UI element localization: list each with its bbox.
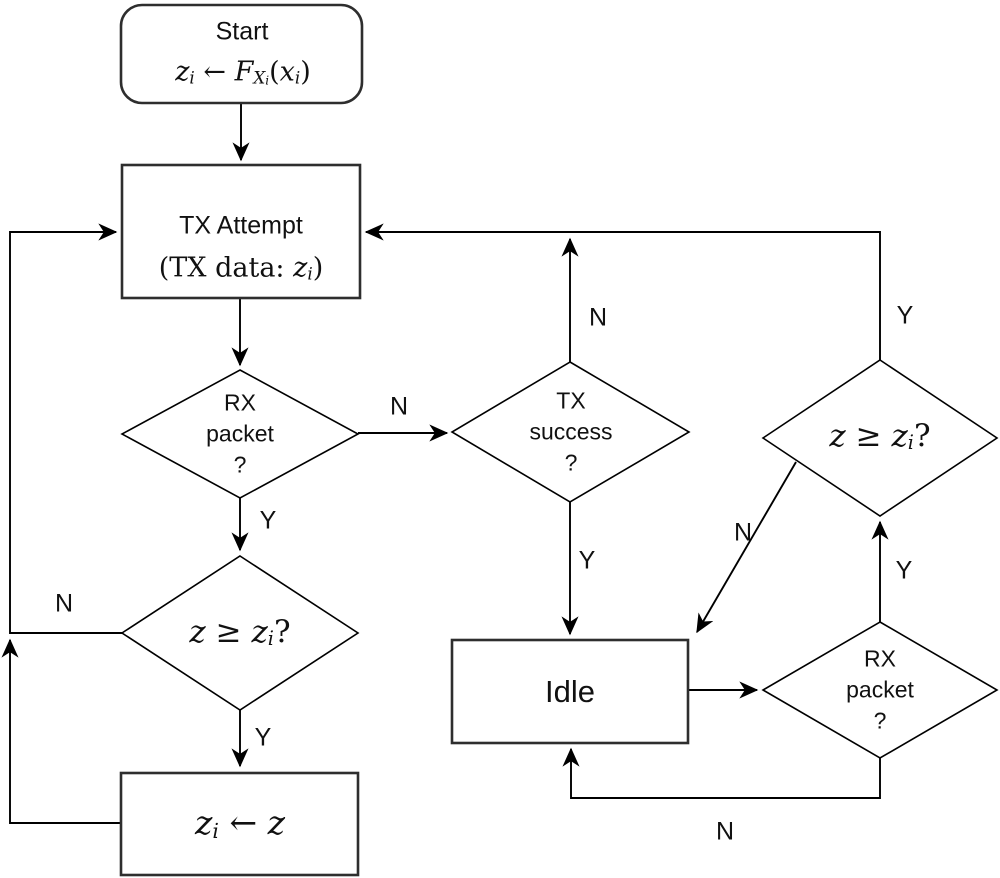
z-check-right-node-shape — [761, 359, 999, 517]
tx-attempt-title: TX Attempt — [179, 211, 303, 240]
rx-packet-left-label: RX packet ? — [206, 389, 274, 478]
tx-success-label: TX success ? — [529, 387, 613, 476]
z-assign-node-shape — [119, 771, 360, 877]
start-title: Start — [215, 17, 269, 46]
label-z-left-no: N — [54, 589, 74, 618]
idle-title: Idle — [545, 674, 595, 709]
label-rx-right-yes: Y — [895, 556, 913, 585]
edge-z-left-no-to-tx-attempt — [9, 223, 122, 634]
rx-packet-right-label: RX packet ? — [846, 645, 914, 734]
label-rx-right-no: N — [715, 817, 735, 846]
edge-z-right-no-to-idle — [696, 461, 797, 634]
edge-z-right-yes-to-tx-attempt — [364, 223, 881, 360]
start-formula: zi ← FXi(xi) — [175, 56, 311, 88]
label-tx-success-no: N — [588, 303, 608, 332]
z-check-right-formula: z ≥ zi? — [829, 417, 931, 455]
idle-node-shape — [450, 638, 690, 745]
z-check-left-formula: z ≥ zi? — [189, 613, 291, 651]
tx-attempt-node-shape — [120, 163, 362, 300]
rx-packet-left-node-shape — [120, 369, 360, 499]
tx-attempt-subtitle: (TX data: zi) — [158, 252, 324, 284]
label-rx-left-no: N — [389, 392, 409, 421]
label-z-left-yes: Y — [254, 723, 272, 752]
label-z-right-no: N — [733, 518, 753, 547]
edge-z-assign-to-left-rail — [1, 638, 121, 824]
z-assign-formula: zi ← z — [195, 803, 285, 843]
rx-packet-right-node-shape — [761, 621, 999, 759]
label-tx-success-yes: Y — [578, 546, 596, 575]
edge-rx-right-no-to-idle — [562, 747, 881, 799]
tx-success-node-shape — [450, 361, 691, 503]
label-rx-left-yes: Y — [259, 506, 277, 535]
start-node-shape — [119, 3, 364, 105]
label-z-right-yes: Y — [896, 301, 914, 330]
z-check-left-node-shape — [120, 555, 360, 711]
